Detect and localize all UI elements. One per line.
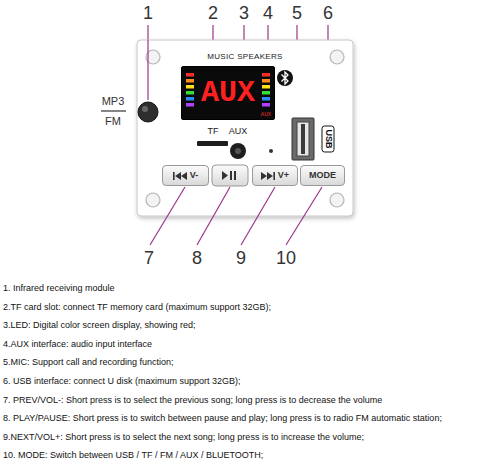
callout-number: 4	[263, 4, 273, 22]
led-bar	[186, 103, 194, 107]
led-bar	[262, 85, 270, 89]
callout-number: 7	[144, 249, 154, 267]
button-label: V+	[278, 171, 289, 180]
callout-number: 5	[292, 4, 302, 22]
description-line: 10. MODE: Switch between USB / TF / FM /…	[3, 451, 477, 461]
description-line: 2.TF card slot: connect TF memory card (…	[3, 303, 477, 313]
callout-number: 9	[236, 249, 246, 267]
led-bar	[262, 91, 270, 95]
callout-number: 10	[276, 249, 296, 267]
description-line: 7. PREV/VOL-: Short press is to select t…	[3, 396, 477, 406]
icon-triangle	[267, 172, 273, 180]
aux-jack	[235, 148, 241, 154]
led-bar	[186, 85, 194, 89]
part-label: AUX	[229, 127, 248, 136]
tf-slot	[197, 141, 228, 146]
leader-lines	[150, 187, 322, 245]
description-line: 1. Infrared receiving module	[3, 284, 477, 294]
led-bar	[186, 79, 194, 83]
play-button	[212, 165, 248, 186]
mic-hole	[269, 149, 273, 153]
callout-number: 6	[323, 4, 333, 22]
usb-tag: USB	[322, 125, 335, 152]
description-line: 4.AUX interface: audio input interface	[3, 340, 477, 350]
display-tag: AUX	[261, 112, 271, 117]
next-icon	[261, 172, 275, 180]
led-bar	[186, 97, 194, 101]
leader-line	[147, 25, 148, 100]
callout-number: 2	[208, 4, 218, 22]
icon-bar	[173, 172, 175, 180]
led-bar	[262, 97, 270, 101]
screw-holes	[146, 50, 344, 207]
leader-line	[197, 187, 230, 245]
play-icon	[222, 171, 228, 180]
callout-number: 8	[192, 249, 202, 267]
callout-number: 3	[239, 4, 249, 22]
leader-line	[286, 187, 322, 245]
ir-receiver	[142, 106, 148, 112]
next-button: V+	[252, 165, 298, 186]
divider-line	[101, 110, 126, 111]
leader-line	[241, 187, 275, 245]
callout-number: 1	[143, 4, 153, 22]
icon-triangle	[181, 172, 187, 180]
led-bar	[186, 73, 194, 77]
prev-icon	[173, 172, 187, 180]
led-bar	[186, 91, 194, 95]
screw-hole	[146, 193, 160, 207]
description-line: 9.NEXT/VOL+: Short press is to select th…	[3, 433, 477, 443]
button-label: V-	[190, 171, 199, 180]
icon-triangle	[261, 172, 267, 180]
usb-port	[297, 122, 309, 156]
aux-jack	[230, 143, 246, 159]
button-label: MODE	[309, 171, 336, 180]
description-line: 8. PLAY/PAUSE: Short press is to switch …	[3, 414, 477, 424]
bluetooth-icon	[282, 72, 289, 84]
led-bar	[262, 103, 270, 107]
icon-bar	[273, 172, 275, 180]
prev-button: V-	[162, 165, 209, 186]
led-bar	[262, 79, 270, 83]
mode-button: MODE	[300, 165, 345, 186]
leader-line	[147, 40, 148, 100]
description-line: 6. USB interface: connect U disk (maximu…	[3, 377, 477, 387]
description-line: 3.LED: Digital color screen display, sho…	[3, 321, 477, 331]
display-text: AUX	[201, 78, 255, 108]
screw-hole	[330, 193, 344, 207]
part-label: TF	[208, 127, 219, 136]
bluetooth-icon	[277, 70, 293, 86]
mode-label: MP3	[102, 96, 125, 107]
screw-hole	[330, 50, 344, 64]
usb-port	[292, 118, 314, 160]
usb-port	[301, 124, 305, 154]
mode-label: FM	[105, 116, 121, 127]
leader-line	[150, 187, 185, 245]
icon-triangle	[175, 172, 181, 180]
description-line: 5.MIC: Support call and recording functi…	[3, 358, 477, 368]
pause-icon	[234, 171, 236, 180]
board-title: MUSIC SPEAKERS	[207, 53, 282, 61]
ir-receiver	[138, 102, 158, 122]
pause-icon	[230, 171, 232, 180]
led-bar	[262, 73, 270, 77]
